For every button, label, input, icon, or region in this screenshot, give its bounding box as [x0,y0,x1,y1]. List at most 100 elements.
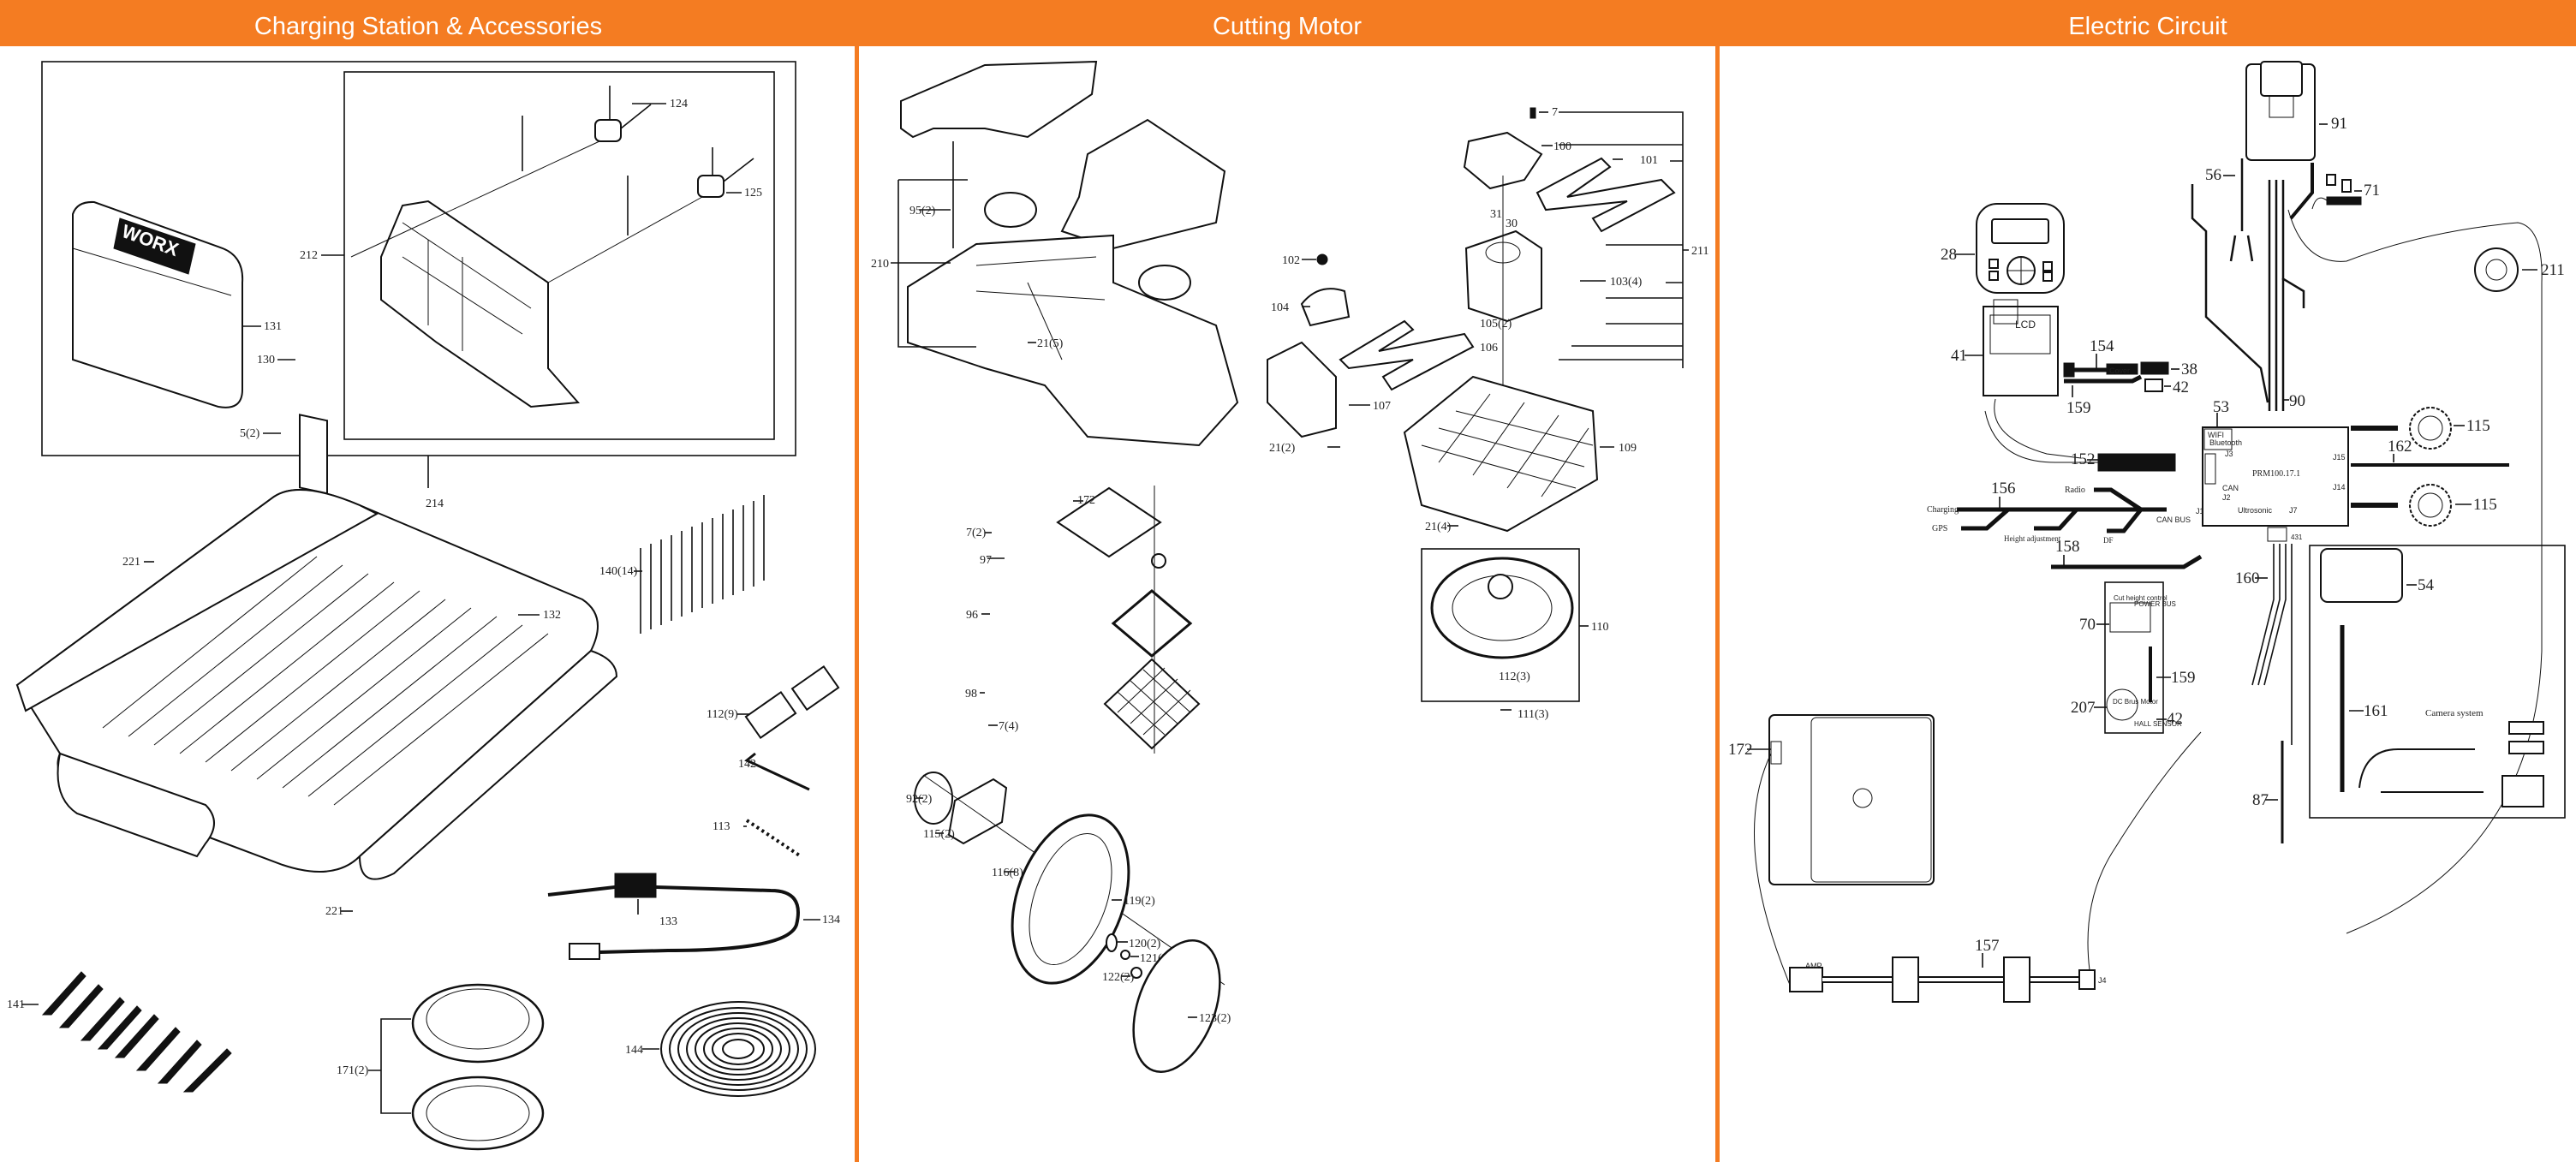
label-104: 104 [1271,301,1289,314]
pegs-140-part [640,495,765,634]
label-56: 56 [2205,166,2221,184]
gearbox-115-part [947,778,1008,845]
wheel-motor-115-bottom-part [2351,484,2452,527]
cover-plate-172-part [1056,486,1162,558]
label-98: 98 [965,688,977,700]
harness-156-part [1957,487,2167,533]
charging-text: Charging [1927,505,1959,515]
label-142: 142 [738,758,756,771]
label-115-bottom: 115 [2473,496,2497,514]
cable-159-part [2064,374,2143,384]
charging-station-diagram: WORX 124 125 212 131 130 5(2) 214 [7,61,840,1151]
label-31: 31 [1490,208,1502,221]
gasket-96-part [1111,589,1193,658]
motor-body-part [1464,229,1542,323]
cam-104-part [1300,288,1351,327]
washer-121-part [1120,950,1130,960]
camera-system-text: Camera system [2425,708,2484,718]
panel-divider-2 [1715,46,1720,1162]
j2-text: J2 [2222,493,2231,502]
label-97: 97 [980,554,992,567]
label-112: 112(9) [707,708,738,721]
lcd-display-28-part [1976,203,2065,294]
clips-112-part [744,664,840,740]
j7-text: J7 [2289,506,2298,515]
oring-92-part [914,772,953,825]
label-107: 107 [1373,400,1391,413]
label-70: 70 [2079,616,2096,634]
contact-pin-125 [627,147,754,235]
hubcap-123-part [1132,939,1221,1073]
label-125: 125 [744,187,762,200]
label-42-bottom: 42 [2167,710,2183,728]
label-123: 123(2) [1199,1012,1231,1025]
board-model-text: PRM100.17.1 [2252,469,2300,479]
label-7-4: 7(4) [999,720,1019,733]
label-71: 71 [2364,182,2380,200]
dc-motor-text: DC Brus Motor [2113,698,2158,706]
mount-107-part [1267,341,1337,438]
contact-pin-124 [522,86,652,171]
label-100: 100 [1553,140,1571,153]
motor-211-cable [2287,209,2543,934]
bracket-106-part [1339,319,1475,391]
label-30: 30 [1506,218,1518,230]
wheel-119-part [1011,813,1130,985]
washer-120-part [1106,933,1118,952]
base-plate-part [15,489,618,880]
lcd-text: LCD [2015,319,2036,331]
label-111: 111(3) [1518,708,1549,721]
blade-disc-frame [1421,548,1580,702]
panel-title-charging-station: Charging Station & Accessories [253,13,603,40]
label-172-circuit: 172 [1728,741,1753,759]
label-171: 171(2) [337,1064,369,1077]
431-text: 431 [2291,533,2303,541]
callouts-base: 221 132 221 [122,556,561,918]
camera-board-54-part [2320,548,2403,603]
label-112-3: 112(3) [1499,670,1530,683]
j3-text: J3 [2225,450,2233,458]
label-207: 207 [2071,699,2096,717]
j4-text: J4 [2098,976,2107,985]
label-21-5: 21(5) [1037,337,1064,350]
main-harness-part [2191,158,2314,411]
label-120: 120(2) [1129,938,1161,950]
label-141: 141 [7,998,25,1011]
hall-sensor-text: HALL SENSOR [2134,720,2182,728]
label-210: 210 [871,258,889,271]
label-160: 160 [2235,569,2260,587]
label-106: 106 [1480,342,1498,355]
ultrasonic-text: Ultrosonic [2238,506,2273,515]
label-115-2: 115(2) [923,828,955,841]
bracket-101-part [1535,157,1676,233]
label-96: 96 [966,609,978,622]
panel-title-electric-circuit: Electric Circuit [2068,13,2227,40]
station-base-part [380,200,581,408]
label-214: 214 [426,498,444,510]
j14-text: J14 [2333,483,2346,492]
station-pcb-part [299,414,328,495]
j15-text: J15 [2333,453,2346,462]
label-41: 41 [1951,347,1967,365]
antenna-board-172-part [1768,714,1935,885]
cable-154-part: Cover [2063,361,2169,378]
label-124: 124 [670,98,688,110]
cutting-motor-diagram: 95(2) 210 21(5) 211 7 100 101 31 30 103(… [871,60,1708,1073]
station-cover-part: WORX [72,200,244,408]
label-103: 103(4) [1610,276,1643,289]
cover-text: Cover [2109,366,2130,375]
electric-circuit-diagram: 91 56 90 71 211 28 LCD 41 [1728,61,2566,1003]
wire-coil-144-part [660,1001,816,1097]
label-161: 161 [2364,702,2388,720]
wheel-motor-115-top-part [2351,407,2452,450]
seal-100-part [1463,131,1543,190]
wifi-text: WIFI [2208,431,2224,439]
label-156: 156 [1991,480,2016,498]
label-92: 92(2) [906,793,933,806]
label-54: 54 [2418,576,2435,594]
radio-text: Radio [2065,486,2085,495]
station-outer-frame [41,61,796,456]
gps-text: GPS [1932,524,1947,533]
label-102: 102 [1282,254,1300,267]
motor-211-part [2474,247,2519,292]
